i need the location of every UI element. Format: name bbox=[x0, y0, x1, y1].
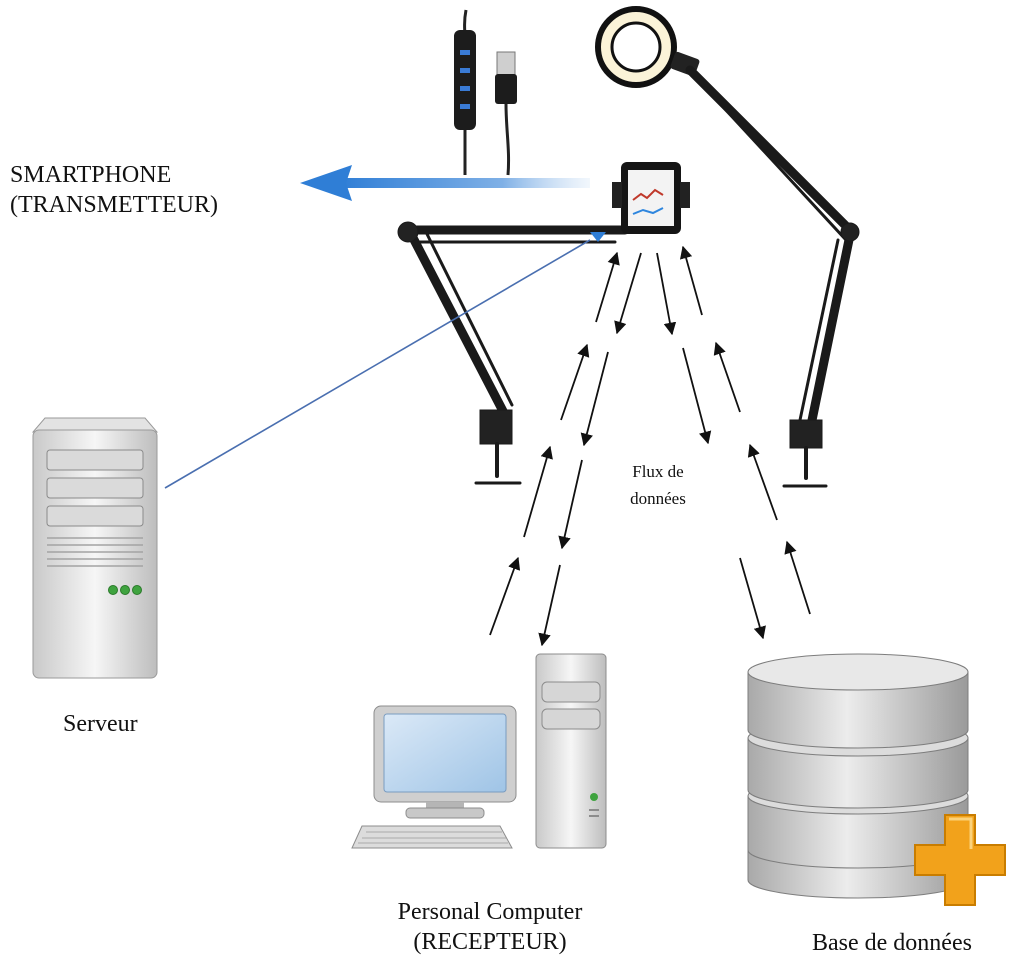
plus-icon bbox=[914, 814, 1006, 906]
pc-label-line2: (RECEPTEUR) bbox=[413, 929, 567, 955]
smartphone-icon bbox=[590, 162, 690, 242]
pc-label: Personal Computer (RECEPTEUR) bbox=[355, 897, 625, 957]
smartphone-label: SMARTPHONE (TRANSMETTEUR) bbox=[10, 160, 218, 220]
smartphone-label-line1: SMARTPHONE bbox=[10, 162, 172, 188]
database-label: Base de données bbox=[812, 930, 972, 956]
flux-label-line2: données bbox=[630, 489, 686, 508]
server-link-line bbox=[164, 239, 591, 489]
server-label: Serveur bbox=[63, 711, 138, 737]
flux-label-line1: Flux de bbox=[632, 462, 684, 481]
database-cylinder-icon bbox=[747, 653, 969, 899]
smartphone-label-line2: (TRANSMETTEUR) bbox=[10, 192, 218, 218]
flux-label: Flux de données bbox=[598, 458, 718, 512]
left-arm-stand bbox=[397, 221, 630, 485]
ring-light-icon bbox=[595, 6, 700, 88]
pc-label-line1: Personal Computer bbox=[397, 899, 583, 925]
right-arm-stand bbox=[685, 65, 860, 488]
server-tower-icon bbox=[31, 417, 159, 679]
usb-cable-icon bbox=[454, 9, 517, 176]
data-flow-arrows bbox=[489, 245, 811, 647]
desktop-computer-icon bbox=[351, 653, 607, 849]
transmit-arrow bbox=[300, 165, 590, 201]
